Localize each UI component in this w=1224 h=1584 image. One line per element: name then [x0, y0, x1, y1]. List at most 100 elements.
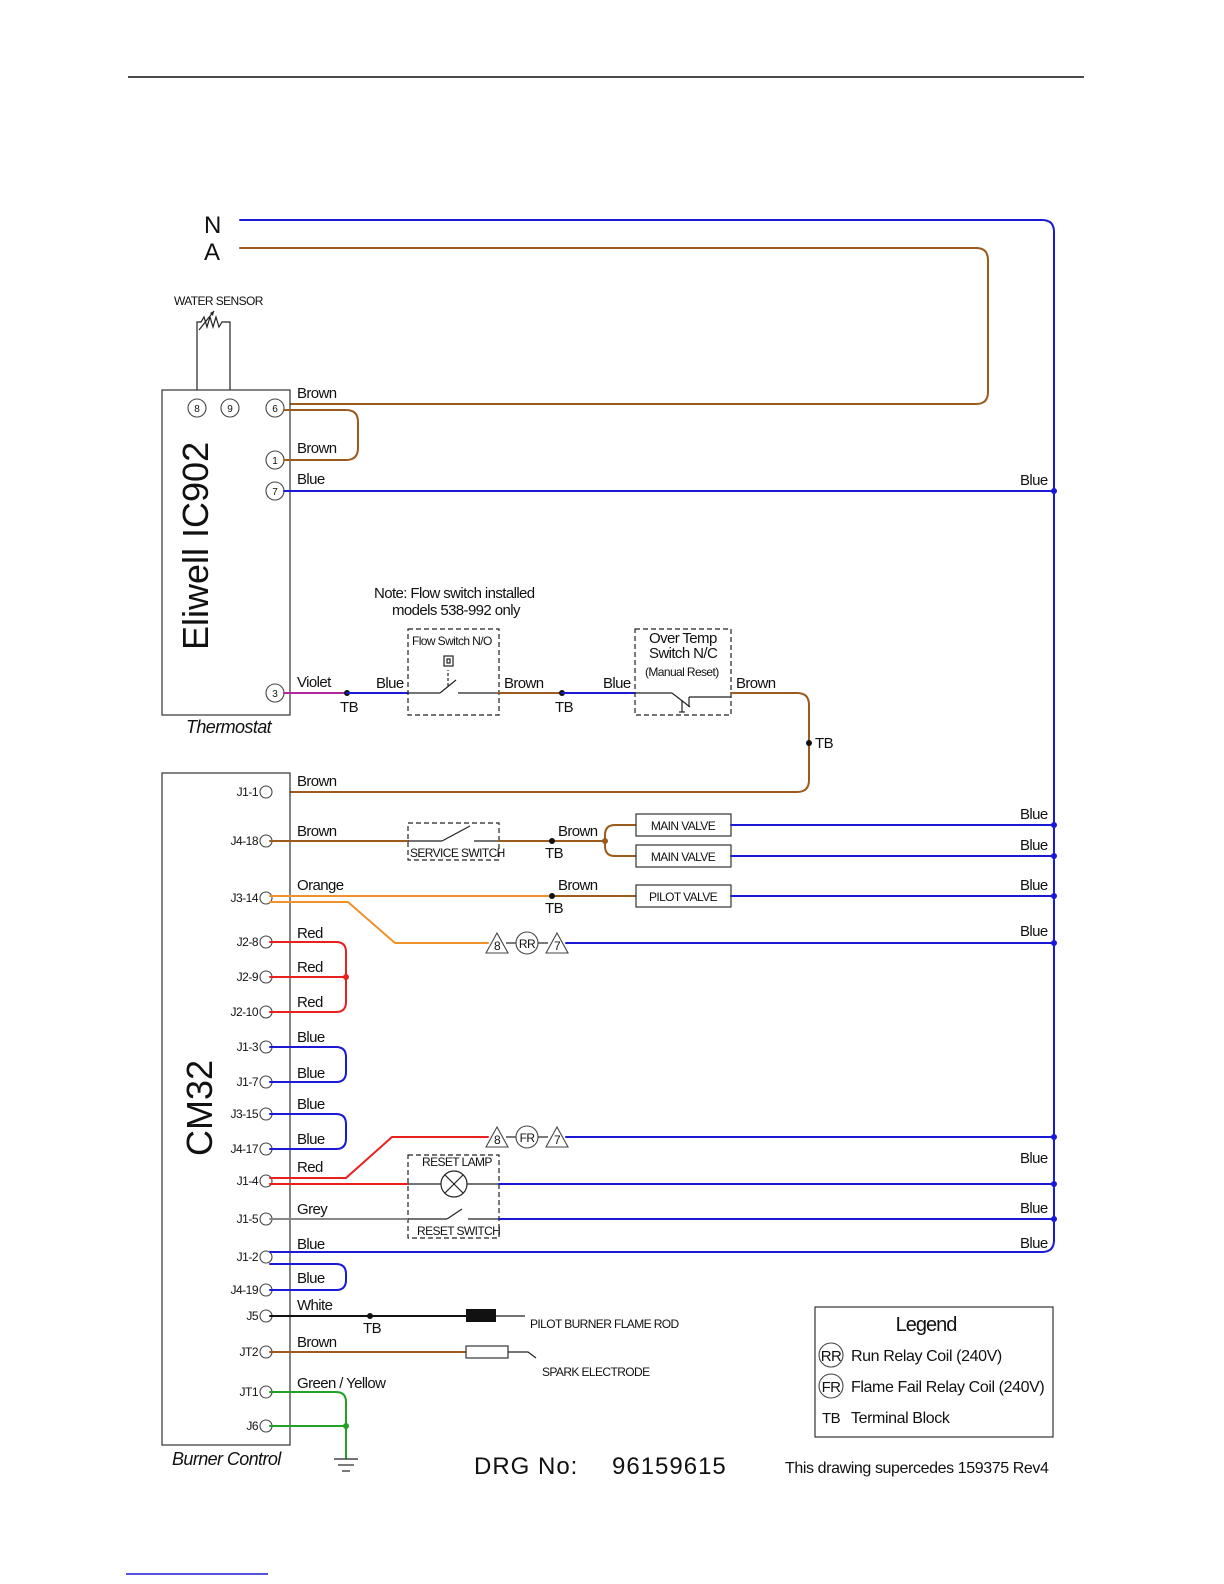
svg-text:RR: RR: [821, 1348, 842, 1365]
reset-switch-label: RESET SWITCH: [417, 1224, 500, 1238]
pin-id-label: J4-17: [230, 1142, 258, 1156]
thermostat-terminal-8: 8: [187, 398, 207, 418]
pin-id-label: J4-19: [230, 1283, 258, 1297]
wire-label: Brown: [297, 1334, 337, 1351]
pilot-valve-label: PILOT VALVE: [649, 890, 718, 904]
over-temp-label-line1: Over Temp: [649, 630, 717, 647]
reset-lamp-label: RESET LAMP: [422, 1155, 492, 1169]
pin-id-label: J1-7: [237, 1075, 259, 1089]
flow-switch-note-line1: Note: Flow switch installed: [374, 585, 535, 602]
return-label-run-relay: Blue: [1020, 923, 1048, 940]
svg-text:6: 6: [272, 404, 278, 415]
legend-item-run-relay: RR Run Relay Coil (240V): [818, 1342, 1002, 1368]
active-supply-wire: [239, 247, 989, 405]
thermostat-terminal-3: 3: [265, 683, 285, 703]
tb-dot: [367, 1313, 373, 1319]
pin-id-label: J3-15: [230, 1107, 258, 1121]
burner-pin-j4-18: J4-18: [230, 834, 273, 848]
thermostat-terminal-1: 1: [265, 450, 285, 470]
burner-pin-j1-5: J1-5: [237, 1212, 273, 1226]
svg-text:Terminal Block: Terminal Block: [851, 1410, 951, 1427]
run-relay-feed-wire: [269, 901, 489, 944]
wire-label-chain-1: Brown: [504, 675, 544, 692]
spark-electrode-lead: [508, 1351, 537, 1359]
svg-text:FR: FR: [822, 1379, 842, 1396]
wire-label: Red: [297, 994, 323, 1011]
active-label: A: [204, 239, 220, 266]
wire-label: Blue: [297, 1096, 325, 1113]
junction-dot: [1051, 488, 1057, 494]
burner-pin-j3-15: J3-15: [230, 1107, 273, 1121]
pin-id-label: J6: [246, 1419, 259, 1433]
pin-id-label: J1-4: [237, 1174, 259, 1188]
flow-switch-note-line2: models 538-992 only: [392, 602, 521, 619]
burner-pin-j1-4: J1-4: [237, 1174, 273, 1188]
burner-control-model: CM32: [179, 1060, 220, 1156]
lamp-icon: [408, 1170, 499, 1198]
flame-fail-relay-feed-wire: [269, 1136, 489, 1179]
earth-wire: [269, 1391, 347, 1459]
burner-pin-j4-19: J4-19: [230, 1283, 273, 1297]
svg-text:Run Relay Coil (240V): Run Relay Coil (240V): [851, 1348, 1002, 1365]
tb-dot: [806, 740, 812, 746]
legend-item-flame-fail-relay: FR Flame Fail Relay Coil (240V): [818, 1373, 1045, 1399]
svg-text:8: 8: [494, 939, 501, 953]
service-switch-icon: [408, 825, 499, 842]
tb-label: TB: [363, 1320, 382, 1337]
junction-dot: [343, 1423, 349, 1429]
svg-text:7: 7: [272, 487, 278, 498]
drawing-number-label: DRG No:: [474, 1453, 578, 1480]
return-label-reset-lamp: Blue: [1020, 1150, 1048, 1167]
wire-label: Blue: [297, 1065, 325, 1082]
thermostat-terminal-6: 6: [265, 398, 285, 418]
svg-text:FR: FR: [520, 1131, 536, 1145]
svg-text:TB: TB: [822, 1410, 841, 1427]
junction-dot: [1051, 1134, 1057, 1140]
main-valve-split-wire: [604, 824, 637, 857]
wire-label: Red: [297, 1159, 323, 1176]
pin-id-label: J2-9: [237, 970, 259, 984]
main-valve-1-label: MAIN VALVE: [651, 819, 716, 833]
burner-control-caption: Burner Control: [172, 1449, 282, 1469]
burner-pin-jt2: JT2: [239, 1345, 273, 1359]
burner-pin-j1-3: J1-3: [237, 1040, 273, 1054]
flame-rod-label: PILOT BURNER FLAME ROD: [530, 1317, 680, 1331]
service-switch-label: SERVICE SWITCH: [410, 846, 505, 860]
pin-id-label: J1-1: [237, 785, 259, 799]
pin-id-label: J1-2: [237, 1250, 259, 1264]
pin-terminal-icon: [259, 1174, 273, 1188]
burner-pin-j1-2: J1-2: [237, 1250, 273, 1264]
junction-dot: [343, 974, 349, 980]
legend-box: [814, 1306, 1054, 1438]
svg-text:7: 7: [554, 939, 561, 953]
run-relay-coil: 8 RR 7: [485, 931, 569, 955]
drawing-number: 96159615: [612, 1453, 727, 1480]
over-temp-label-line2: Switch N/C: [649, 645, 718, 662]
tb-label: TB: [815, 735, 834, 752]
svg-text:8: 8: [494, 1133, 501, 1147]
wire-label: Brown: [297, 773, 337, 790]
wire-label-chain-2: Blue: [603, 675, 631, 692]
junction-dot: [1051, 1181, 1057, 1187]
wire-label: Brown: [297, 823, 337, 840]
water-sensor-label: WATER SENSOR: [174, 294, 264, 308]
svg-text:9: 9: [227, 404, 233, 415]
wire-label-t1: Brown: [297, 440, 337, 457]
pin-id-label: J2-8: [237, 935, 259, 949]
over-temp-label-line3: (Manual Reset): [645, 665, 719, 679]
return-label-reset-switch: Blue: [1020, 1200, 1048, 1217]
tb-label: TB: [545, 900, 564, 917]
main-valve-2-label: MAIN VALVE: [651, 850, 716, 864]
flame-rod-icon: [466, 1309, 496, 1322]
burner-pin-jt1: JT1: [239, 1385, 273, 1399]
thermostat-terminal-7: 7: [265, 481, 285, 501]
pin-id-label: JT2: [239, 1345, 258, 1359]
junction-dot: [1051, 940, 1057, 946]
wire-label-t6: Brown: [297, 385, 337, 402]
thermostat-model: Eliwell IC902: [175, 442, 216, 650]
thermostat-terminal-9: 9: [220, 398, 240, 418]
return-label-j1-2: Blue: [1020, 1235, 1048, 1252]
burner-pin-j3-14: J3-14: [230, 891, 273, 905]
thermostat-box: [161, 389, 291, 716]
tb-dot: [549, 893, 555, 899]
